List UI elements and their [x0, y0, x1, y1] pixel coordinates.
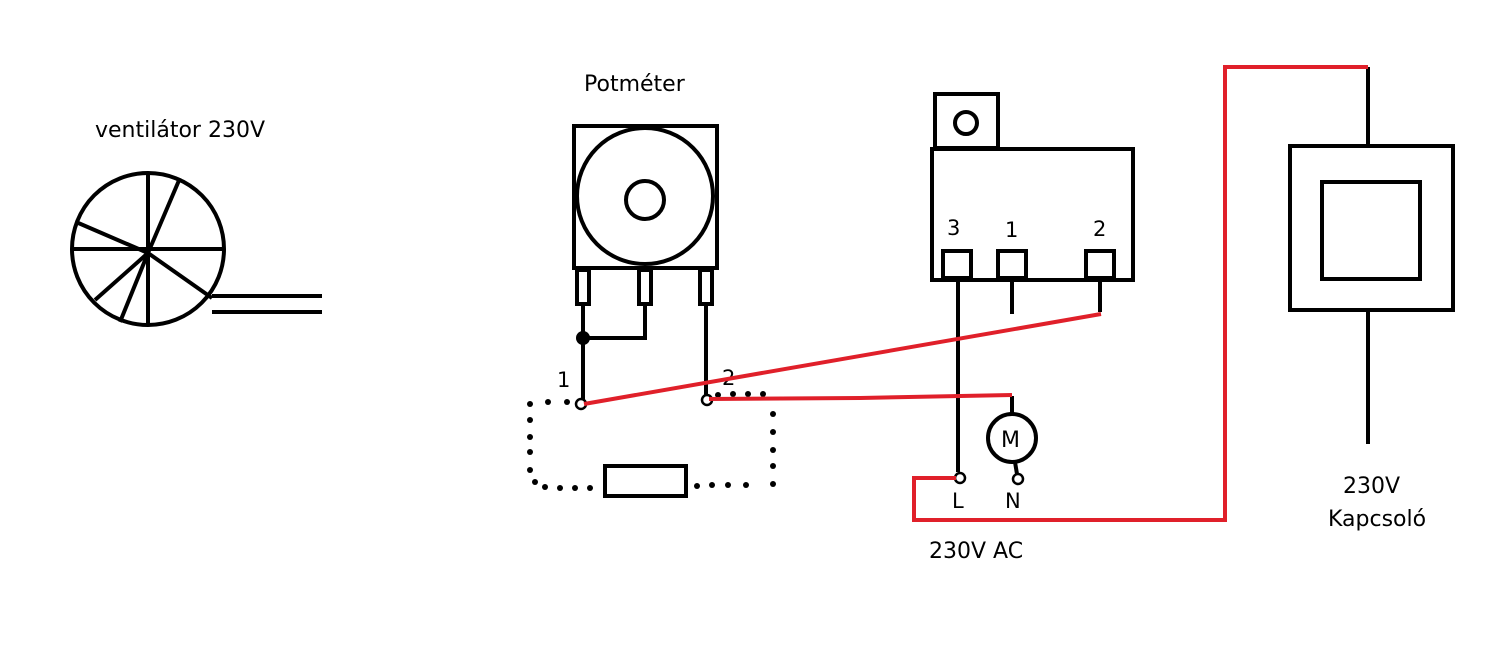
module-pin-3-label: 3 — [947, 216, 960, 240]
motor-label: M — [1001, 428, 1020, 453]
red-wiring — [583, 65, 1368, 522]
potentiometer-wiring — [574, 304, 714, 411]
supply-label: 230V AC — [929, 539, 1023, 564]
dimmer-module — [930, 92, 1135, 472]
line-terminal — [953, 471, 967, 485]
switch-symbol — [1288, 67, 1455, 444]
fan-symbol — [70, 171, 322, 327]
neutral-terminal — [1011, 472, 1025, 486]
potentiometer-label: Potméter — [584, 72, 686, 97]
potentiometer-symbol — [572, 124, 719, 306]
neutral-label: N — [1005, 489, 1021, 513]
motor-symbol — [986, 396, 1038, 475]
pot-pin-1-label: 1 — [557, 368, 570, 392]
optional-resistor — [527, 391, 776, 498]
switch-voltage-label: 230V — [1343, 474, 1400, 499]
switch-name-label: Kapcsoló — [1328, 507, 1426, 532]
line-label: L — [952, 489, 964, 513]
module-pin-2-label: 2 — [1093, 217, 1106, 241]
module-pin-1-label: 1 — [1005, 218, 1018, 242]
fan-label: ventilátor 230V — [95, 118, 265, 143]
